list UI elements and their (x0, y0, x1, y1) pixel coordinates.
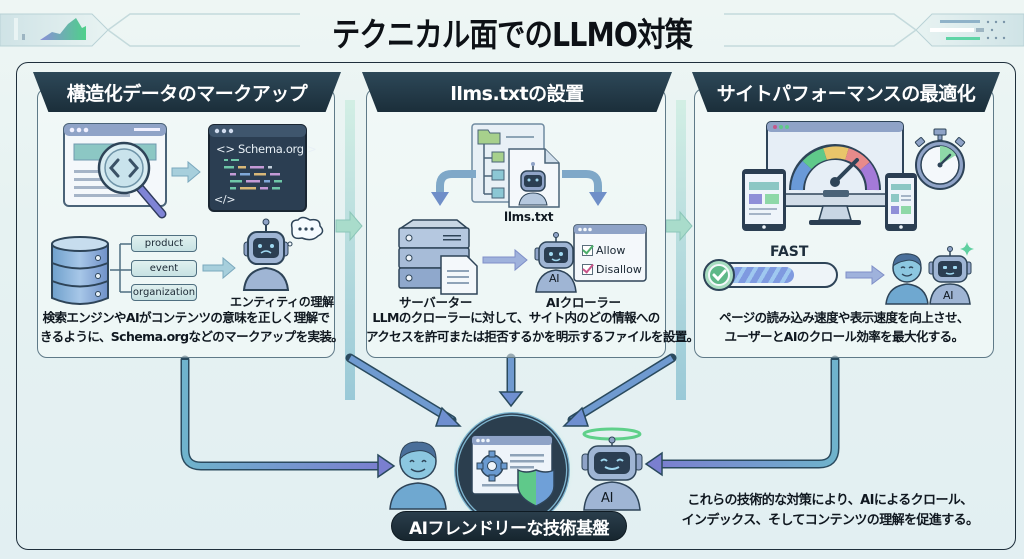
robot-ai-badge: AI (549, 272, 560, 285)
database-icon (51, 236, 109, 305)
gear-shield-window-icon (450, 408, 574, 532)
crawler-label: AIクローラー (546, 295, 621, 310)
halo-robot-icon (581, 427, 643, 511)
schema-code-window-icon (208, 124, 307, 212)
page-title: テクニカル面でのLLMO対策 (331, 15, 693, 54)
foundation-robot-ai-badge: AI (601, 491, 614, 506)
schema-code-label: <> Schema.org > (216, 142, 317, 156)
junction-arrow-1 (335, 210, 363, 242)
curved-arrow-left-icon (431, 170, 476, 206)
header-deco-left (0, 13, 300, 47)
user-icon (885, 253, 929, 305)
foundation-label: AIフレンドリーな技術基盤 (391, 511, 627, 541)
panel-description-performance: ページの読み込み速度や表示速度を向上させ、 ユーザーとAIのクロール効率を最大化… (719, 310, 969, 344)
summary-text: これらの技術的な対策により、AIによるクロール、 インデックス、そしてコンテンツ… (681, 493, 979, 528)
curved-arrow-right-icon (562, 170, 607, 206)
panel-heading-structured-data: 構造化データのマークアップ (33, 72, 341, 112)
server-icon (398, 219, 478, 295)
arrow-right-icon (171, 160, 201, 184)
panel-description-llms-txt: LLMのクローラーに対して、サイト内のどの情報への アクセスを許可または拒否する… (366, 310, 699, 344)
tablet-icon (742, 169, 786, 231)
header-deco-right (724, 13, 1024, 47)
rule-disallow: Disallow (582, 263, 642, 276)
robot-ai-badge: AI (943, 289, 954, 302)
check-icon (582, 264, 593, 275)
robot-thinking-icon (242, 216, 324, 291)
outer-frame (16, 62, 1016, 550)
llms-file-label: llms.txt (504, 210, 554, 224)
tag-event: event (131, 260, 197, 277)
tag-product: product (131, 235, 197, 252)
entity-label: エンティティの理解 (230, 295, 334, 309)
arrow-right-icon (845, 265, 885, 285)
panel-heading-performance: サイトパフォーマンスの最適化 (692, 72, 1000, 112)
junction-arrow-2 (665, 210, 693, 242)
sparkle-icon (960, 242, 974, 256)
schema-close-tag: </> (214, 193, 236, 206)
arrow-right-to-robot (655, 355, 840, 469)
server-label: サーバーター (399, 295, 473, 310)
panel-heading-llms-txt: llms.txtの設置 (362, 72, 672, 112)
monitor-speedometer-icon (766, 121, 904, 225)
rule-allow: Allow (582, 244, 625, 257)
check-circle-icon (703, 259, 735, 291)
rules-window (573, 224, 647, 282)
arrow-right-icon (202, 256, 236, 280)
check-icon (582, 245, 593, 256)
arrow-right-icon (482, 248, 528, 272)
panel-description-structured-data: 検索エンジンやAIがコンテンツの意味を正しく理解で きるように、Schema.o… (40, 310, 344, 344)
tag-organization: organization (131, 284, 197, 301)
tag-connector-lines (110, 243, 132, 293)
smartphone-icon (885, 173, 917, 231)
stopwatch-icon (914, 128, 966, 190)
robot-icon (928, 246, 972, 305)
progress-fill (724, 267, 794, 283)
progress-label: FAST (770, 244, 809, 260)
llms-file-robot-icon (508, 148, 560, 208)
browser-magnifier-icon (63, 123, 167, 219)
foundation-user-icon (389, 441, 447, 510)
